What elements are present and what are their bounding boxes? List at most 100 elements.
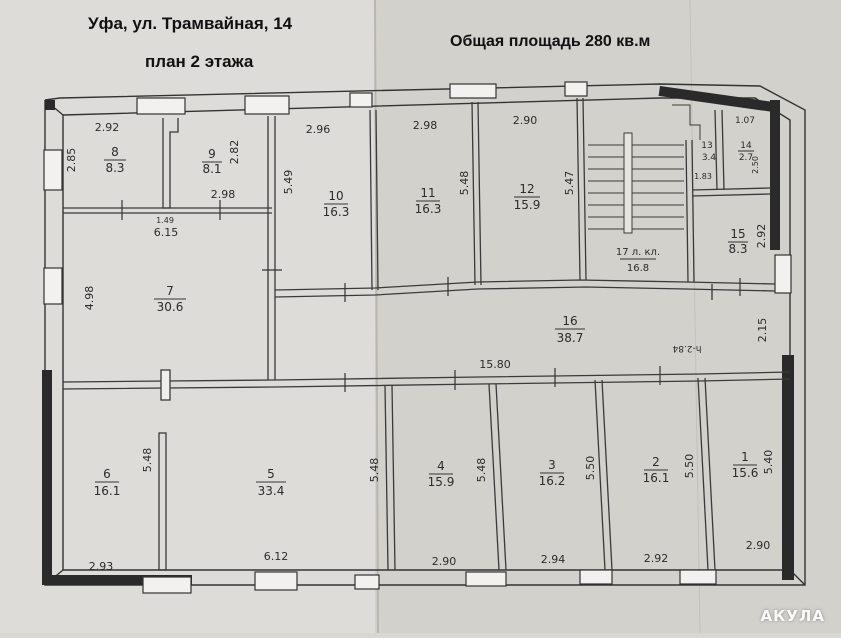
wall-13-14-bottom-b — [691, 193, 771, 197]
svg-text:8.1: 8.1 — [202, 162, 221, 176]
stair-middle-wall — [623, 132, 633, 234]
dim-1-07: 1.07 — [735, 116, 755, 126]
windows-side — [43, 149, 792, 305]
wall-2-1-b — [704, 377, 716, 571]
svg-text:15.6: 15.6 — [732, 466, 759, 480]
svg-text:3.4: 3.4 — [702, 153, 717, 163]
wall-13-14-b — [721, 109, 725, 191]
paper-right-sheet — [375, 0, 841, 633]
dim-2-50: 2.50 — [751, 156, 760, 174]
dim-2-96: 2.96 — [306, 123, 331, 136]
dim-6-15: 6.15 — [154, 226, 179, 239]
dim-2-90-top: 2.90 — [513, 114, 538, 127]
svg-text:16.1: 16.1 — [94, 484, 121, 498]
window-bottom-1 — [142, 576, 192, 594]
wall-2-1 — [697, 377, 709, 571]
wall-right-upper — [770, 100, 780, 250]
dim-5-48-top: 5.48 — [458, 171, 471, 196]
room-label-6: 616.1 — [94, 467, 121, 498]
svg-text:15.9: 15.9 — [514, 198, 541, 212]
svg-text:9: 9 — [208, 147, 216, 161]
svg-text:2.7: 2.7 — [739, 153, 753, 163]
wall-stair-right-b — [691, 139, 695, 283]
room-label-8: 88.3 — [104, 145, 126, 175]
wall-h-corridor-top — [274, 279, 776, 291]
dim-5-50-a: 5.50 — [584, 456, 597, 481]
window-top-4 — [449, 83, 497, 99]
total-area-label: Общая площадь 280 кв.м — [450, 33, 651, 50]
svg-text:14: 14 — [740, 141, 752, 151]
room-label-13: 133.4 — [701, 141, 716, 163]
dim-2-98-top: 2.98 — [413, 119, 438, 132]
svg-text:5: 5 — [267, 467, 275, 481]
dim-2-85: 2.85 — [65, 148, 78, 173]
windows-bottom — [142, 569, 717, 594]
window-right-1 — [774, 254, 792, 294]
room-label-5: 533.4 — [256, 467, 286, 498]
wall-bottom-left — [52, 575, 192, 585]
window-bottom-3 — [354, 574, 380, 590]
dim-2-98-mid: 2.98 — [211, 188, 236, 201]
dim-5-48-right: 5.48 — [475, 458, 488, 483]
address-title: Уфа, ул. Трамвайная, 14 — [88, 14, 293, 33]
wall-4-3 — [488, 383, 500, 571]
dim-2-94: 2.94 — [541, 553, 566, 566]
room-label-3: 316.2 — [539, 458, 566, 488]
dim-4-98: 4.98 — [83, 286, 96, 311]
window-bottom-6 — [679, 569, 717, 585]
room-label-1: 115.6 — [732, 450, 759, 480]
wall-8-9 — [162, 118, 179, 209]
wall-top-right — [658, 86, 774, 112]
window-top-2 — [244, 95, 290, 115]
wall-3-2-b — [601, 379, 613, 571]
svg-text:15.9: 15.9 — [428, 475, 455, 489]
paper-crease — [689, 0, 701, 634]
dim-2-92-top: 2.92 — [95, 121, 120, 134]
svg-text:16.3: 16.3 — [323, 205, 350, 219]
wall-10-11 — [369, 109, 373, 291]
dim-1-49: 1.49 — [156, 216, 174, 225]
wall-13-14 — [714, 109, 718, 191]
dim-2-90-right: 2.90 — [746, 539, 771, 552]
wall-3-2 — [594, 379, 606, 571]
svg-text:4: 4 — [437, 459, 445, 473]
wall-pier-tl — [45, 100, 55, 110]
dimension-labels: 2.92 2.96 2.98 2.90 1.07 2.85 2.82 2.98 … — [65, 114, 775, 573]
interior-walls — [62, 97, 791, 571]
column-6-5 — [160, 369, 171, 401]
wall-h-main — [62, 371, 791, 383]
window-left-2 — [43, 267, 63, 305]
wall-11-12 — [471, 101, 476, 286]
dim-2-15: 2.15 — [756, 318, 769, 343]
wall-h-corridor-top-b — [274, 286, 776, 298]
room-label-15: 158.3 — [728, 227, 748, 256]
svg-text:11: 11 — [420, 186, 435, 200]
dim-5-48-left: 5.48 — [141, 448, 154, 473]
staircase — [588, 104, 701, 234]
svg-text:8: 8 — [111, 145, 119, 159]
svg-text:33.4: 33.4 — [258, 484, 285, 498]
wall-5-4-b — [391, 384, 396, 571]
room-label-2: 216.1 — [643, 455, 670, 485]
wall-h-main-b — [62, 378, 791, 390]
dim-2-92-right: 2.92 — [755, 224, 768, 249]
dim-5-50-b: 5.50 — [683, 454, 696, 479]
svg-text:38.7: 38.7 — [557, 331, 584, 345]
watermark-logo: АКУЛА — [760, 607, 825, 625]
dim-6-12: 6.12 — [264, 550, 289, 563]
wall-10-11-b — [375, 109, 379, 291]
wall-11-12-b — [477, 101, 482, 286]
svg-text:15: 15 — [730, 227, 745, 241]
stair-landing — [672, 104, 701, 140]
svg-text:8.3: 8.3 — [728, 242, 747, 256]
wall-12-stair — [576, 97, 581, 281]
svg-text:7: 7 — [166, 284, 174, 298]
dim-height: h-2.84 — [672, 343, 701, 353]
dim-5-47: 5.47 — [563, 171, 576, 196]
window-top-1 — [136, 97, 186, 115]
svg-text:16.8: 16.8 — [627, 263, 649, 274]
wall-5-4 — [384, 384, 389, 571]
